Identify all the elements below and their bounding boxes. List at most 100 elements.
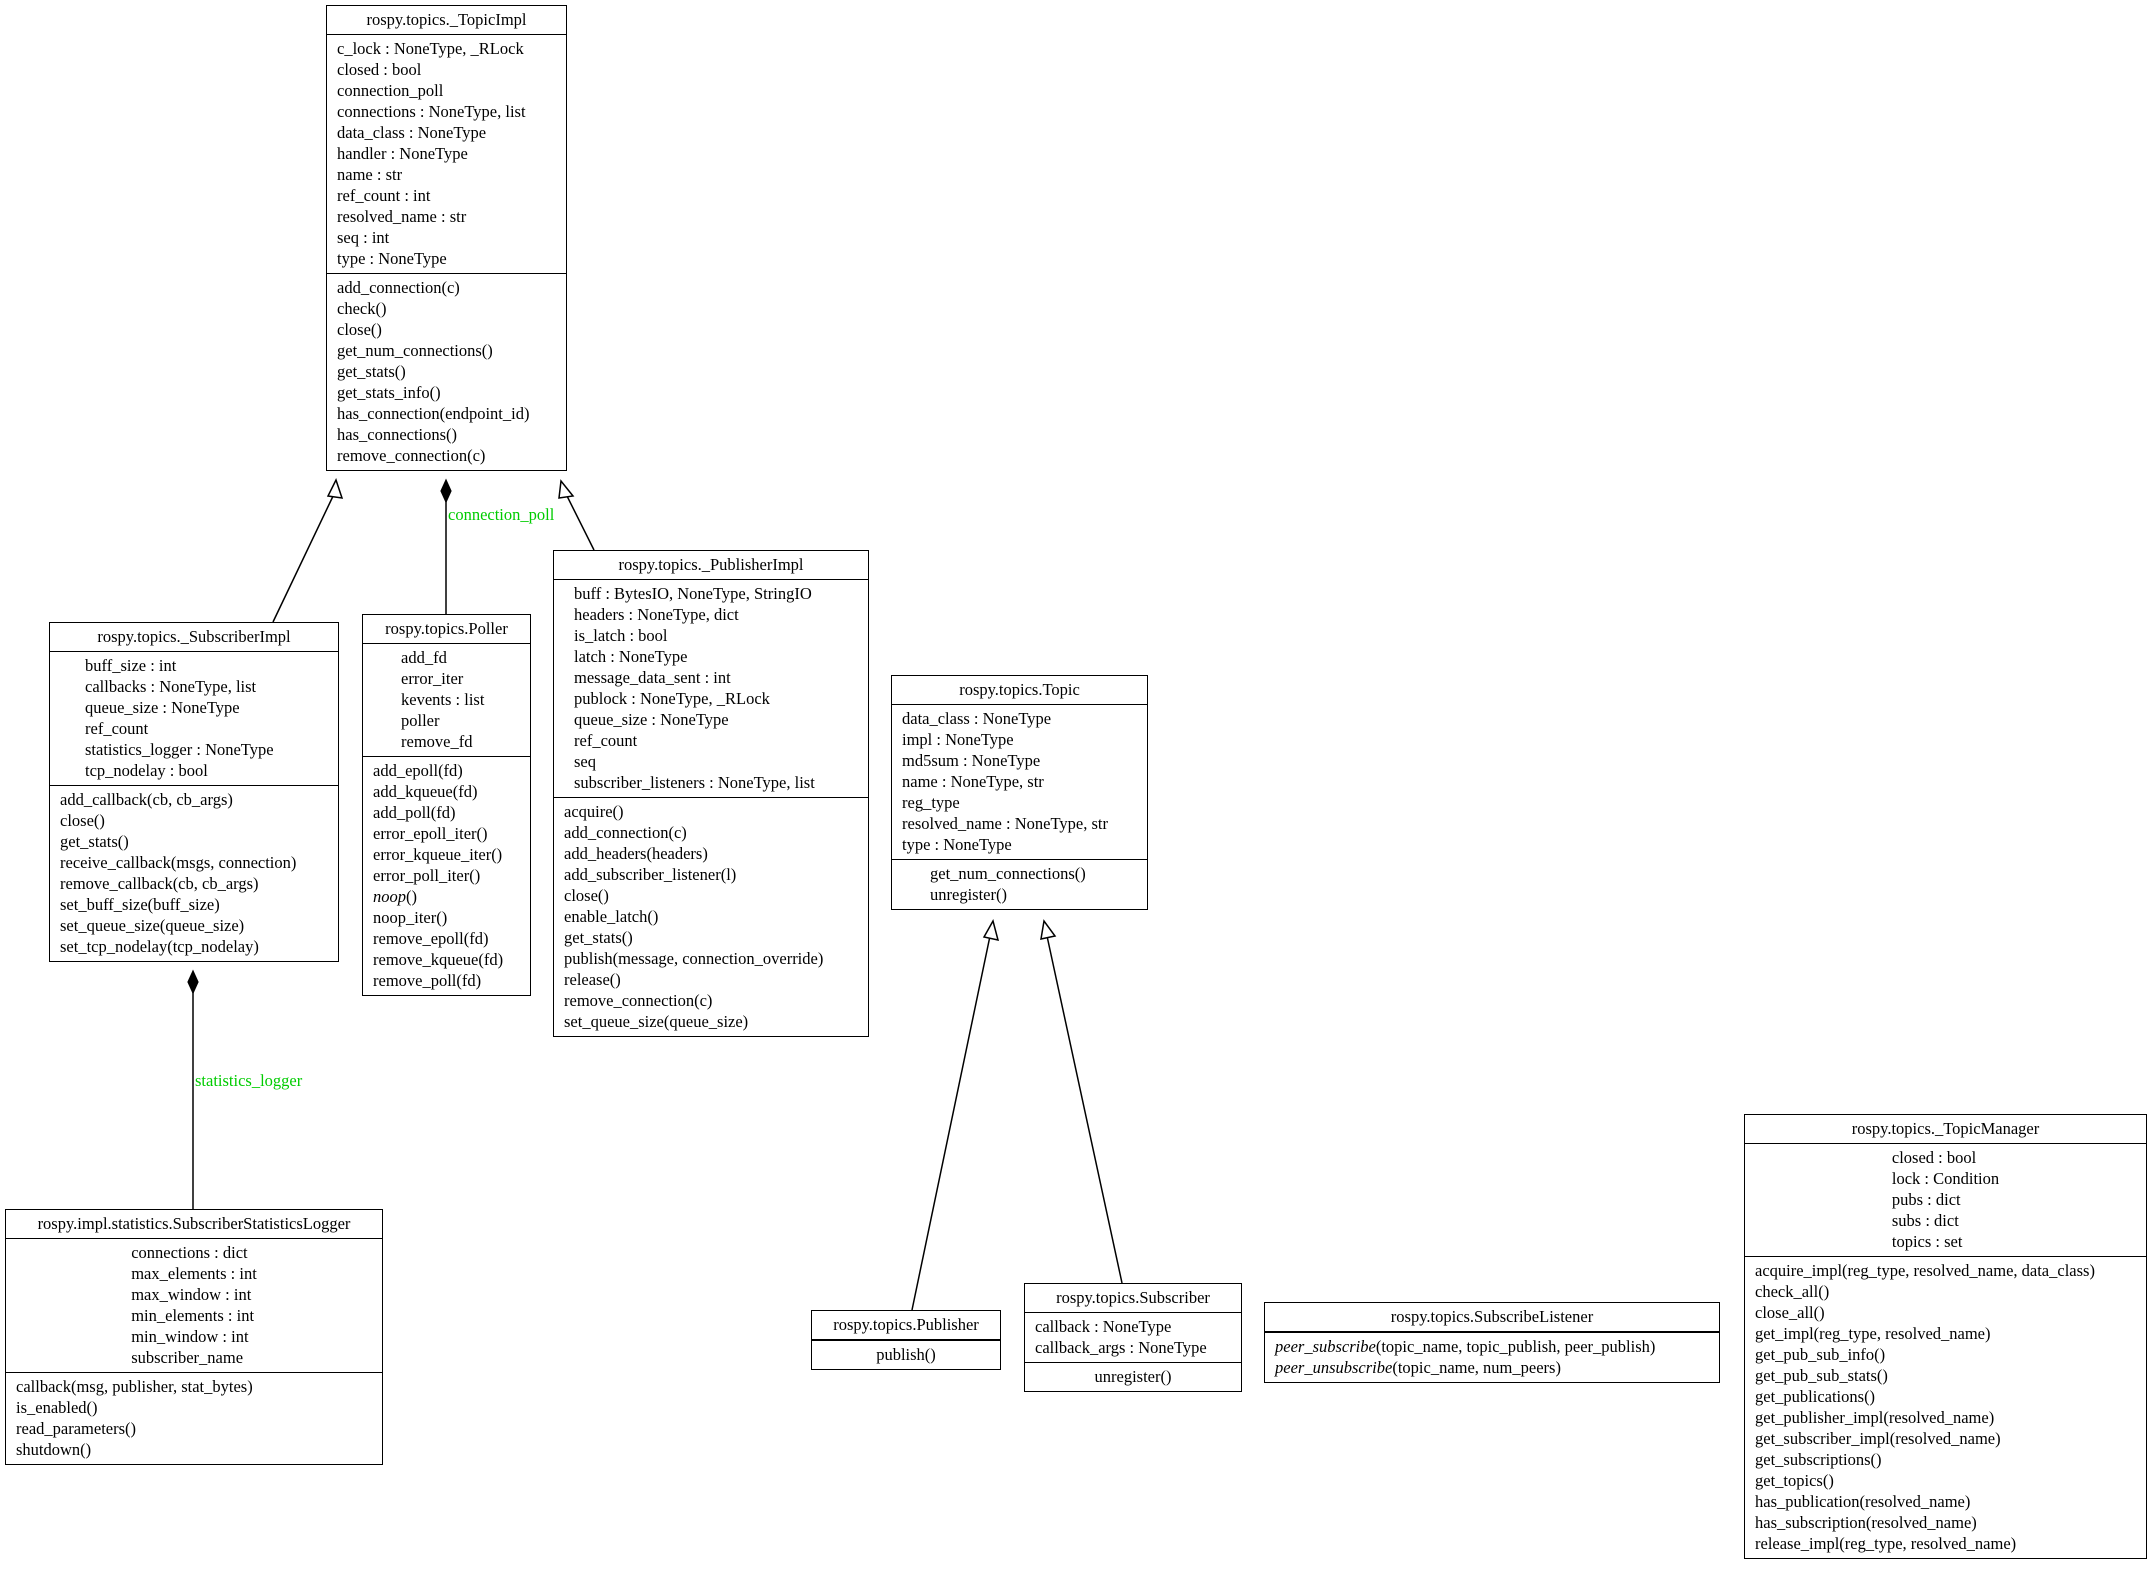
attribute: reg_type	[902, 793, 960, 812]
method: remove_kqueue(fd)	[373, 950, 504, 969]
method: read_parameters()	[16, 1419, 137, 1438]
method: is_enabled()	[16, 1398, 98, 1417]
attribute: impl : NoneType	[902, 730, 1014, 749]
method: add_connection(c)	[337, 278, 460, 297]
class-name: rospy.topics.Poller	[363, 615, 530, 644]
methods-compartment: acquire_impl(reg_type, resolved_name, da…	[1745, 1257, 2146, 1558]
attribute: name : NoneType, str	[902, 772, 1044, 791]
method: get_stats()	[337, 362, 406, 381]
attribute: remove_fd	[401, 732, 473, 751]
attribute: data_class : NoneType	[337, 123, 487, 142]
attribute: error_iter	[401, 669, 464, 688]
attribute: poller	[401, 711, 440, 730]
method: remove_epoll(fd)	[373, 929, 489, 948]
attribute: subs : dict	[1891, 1211, 1959, 1230]
method: has_publication(resolved_name)	[1755, 1492, 1971, 1511]
class-name: rospy.topics._SubscriberImpl	[50, 623, 338, 652]
method: close()	[564, 886, 609, 905]
method: get_subscriptions()	[1755, 1450, 1882, 1469]
attribute: closed : bool	[1891, 1148, 1977, 1167]
attribute: ref_count	[85, 719, 149, 738]
attribute: ref_count	[574, 731, 638, 750]
class-name: rospy.topics.SubscribeListener	[1265, 1303, 1719, 1332]
attributes-compartment: callback : NoneType callback_args : NoneT…	[1025, 1313, 1241, 1363]
attribute: message_data_sent : int	[574, 668, 731, 687]
edge-label-connection-poll: connection_poll	[448, 505, 555, 524]
method: release_impl(reg_type, resolved_name)	[1755, 1534, 2017, 1553]
methods-compartment: add_epoll(fd)add_kqueue(fd)add_poll(fd)e…	[363, 757, 530, 995]
attribute: tcp_nodelay : bool	[85, 761, 208, 780]
method: get_publisher_impl(resolved_name)	[1755, 1408, 1995, 1427]
composition-diamond-poller	[440, 478, 452, 504]
method: remove_connection(c)	[564, 991, 713, 1010]
attribute: min_window : int	[131, 1327, 249, 1346]
attribute: type : NoneType	[902, 835, 1012, 854]
method: set_buff_size(buff_size)	[60, 895, 220, 914]
attribute: c_lock : NoneType, _RLock	[337, 39, 524, 58]
attribute: callback : NoneType	[1035, 1317, 1172, 1336]
method: check()	[337, 299, 387, 318]
method: has_connections()	[337, 425, 458, 444]
attribute: lock : Condition	[1891, 1169, 2000, 1188]
method: get_stats_info()	[337, 383, 441, 402]
attribute: add_fd	[401, 648, 447, 667]
method: set_queue_size(queue_size)	[564, 1012, 749, 1031]
class-name: rospy.impl.statistics.SubscriberStatisti…	[6, 1210, 382, 1239]
method: get_publications()	[1755, 1387, 1876, 1406]
method: release()	[564, 970, 621, 989]
methods-compartment: add_callback(cb, cb_args) close() get_stat…	[50, 786, 338, 961]
method: has_connection(endpoint_id)	[337, 404, 530, 423]
attribute: queue_size : NoneType	[574, 710, 729, 729]
methods-compartment: add_connection(c)check()close()get_num_c…	[327, 274, 566, 470]
attribute: resolved_name : NoneType, str	[902, 814, 1108, 833]
attribute: is_latch : bool	[574, 626, 668, 645]
attribute: min_elements : int	[131, 1306, 255, 1325]
method: get_num_connections()	[930, 864, 1086, 883]
attribute: latch : NoneType	[574, 647, 688, 666]
methods-compartment: peer_subscribe(topic_name, topic_publish…	[1265, 1333, 1719, 1382]
method: shutdown()	[16, 1440, 92, 1459]
method: noop_iter()	[373, 908, 448, 927]
method: add_kqueue(fd)	[373, 782, 478, 801]
method: close()	[60, 811, 105, 830]
method: add_callback(cb, cb_args)	[60, 790, 233, 809]
method: error_kqueue_iter()	[373, 845, 503, 864]
class-stats-logger[interactable]: rospy.impl.statistics.SubscriberStatisti…	[5, 1209, 383, 1465]
method: enable_latch()	[564, 907, 659, 926]
attributes-compartment	[812, 1340, 1000, 1341]
attribute: connections : NoneType, list	[337, 102, 526, 121]
attribute: max_window : int	[131, 1285, 252, 1304]
method: get_topics()	[1755, 1471, 1834, 1490]
methods-compartment: publish()	[812, 1341, 1000, 1369]
method: unregister()	[930, 885, 1007, 904]
method: set_queue_size(queue_size)	[60, 916, 245, 935]
attribute: subscriber_name	[131, 1348, 244, 1367]
attribute: buff : BytesIO, NoneType, StringIO	[574, 584, 812, 603]
method: has_subscription(resolved_name)	[1755, 1513, 1977, 1532]
method: publish(message, connection_override)	[564, 949, 824, 968]
attribute: statistics_logger : NoneType	[85, 740, 274, 759]
method: get_stats()	[60, 832, 129, 851]
attribute: connection_poll	[337, 81, 444, 100]
method: acquire_impl(reg_type, resolved_name, da…	[1755, 1261, 2095, 1280]
inherit-edge-subscriber	[1046, 935, 1123, 1284]
attribute: resolved_name : str	[337, 207, 467, 226]
class-name: rospy.topics.Topic	[892, 676, 1147, 705]
attribute: callback_args : NoneType	[1035, 1338, 1207, 1357]
method: get_pub_sub_stats()	[1755, 1366, 1888, 1385]
method: get_num_connections()	[337, 341, 493, 360]
